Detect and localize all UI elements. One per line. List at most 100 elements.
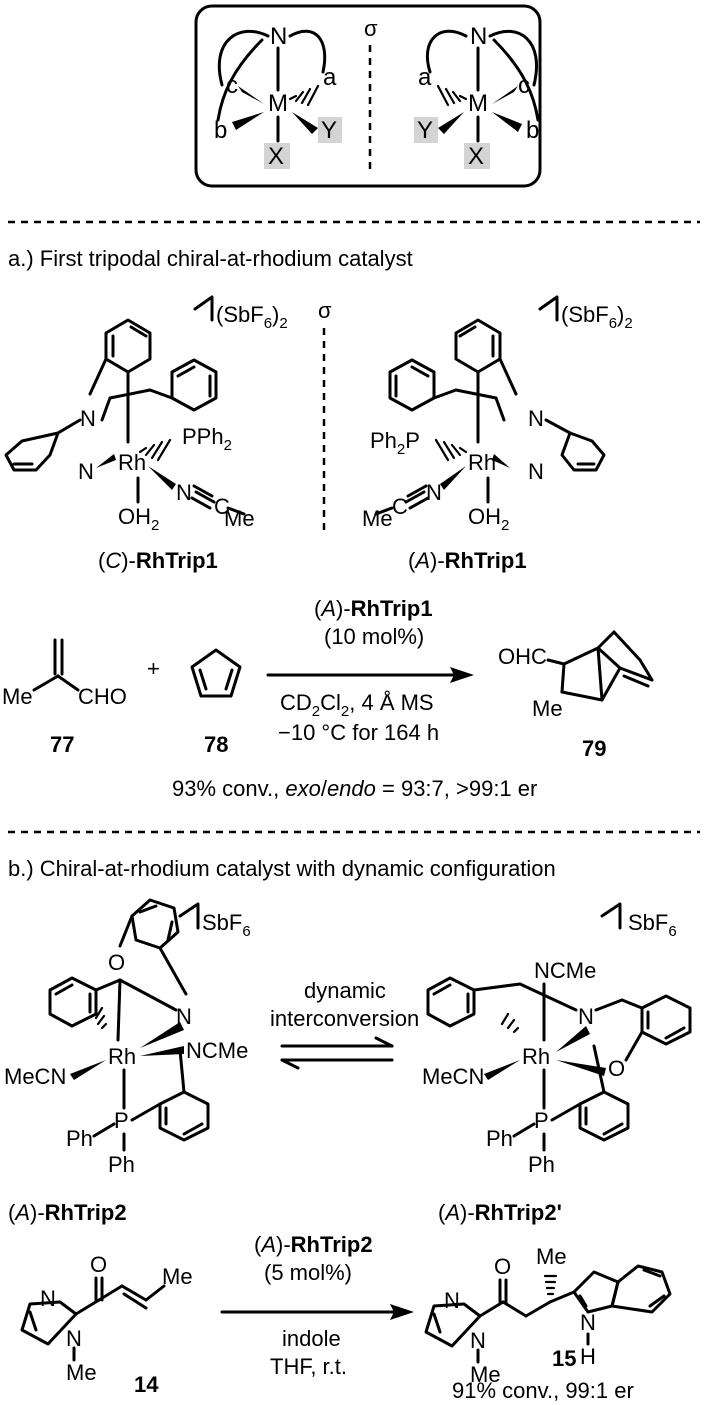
prod-nh-h: H: [580, 1344, 596, 1369]
label-a-rhtrip2-prime: (A)-RhTrip2': [438, 1200, 562, 1225]
enantiomer-right: N M a c Y b X: [414, 23, 540, 170]
atom-o: O: [608, 1056, 625, 1081]
rhtrip1-c-structure: (SbF6)2 N N PPh2 Rh N C Me OH2: [4, 295, 288, 534]
mirror-symbol-a: σ: [318, 298, 332, 323]
prod-n1: N: [444, 1288, 460, 1313]
atom-n: N: [578, 1004, 594, 1029]
label-a-rhtrip2: (A)-RhTrip2: [8, 1200, 127, 1225]
ligand-x: X: [268, 143, 284, 170]
section-b-heading: b.) Chiral-at-rhodium catalyst with dyna…: [8, 856, 556, 881]
catalyst-a: (A)-RhTrip1: [314, 596, 433, 621]
pph2: PPh2: [182, 424, 232, 454]
ligand-y: Y: [417, 117, 433, 144]
phenyl-2: Ph: [108, 1152, 135, 1177]
atom-n-pyridine: N: [528, 459, 544, 484]
nitrile-n: N: [176, 480, 192, 505]
nitrile-n: N: [426, 480, 442, 505]
rhtrip2-prime-structure: SbF6 NCMe N O Rh MeCN P Ph Ph: [422, 902, 692, 1177]
sm1-cho: CHO: [78, 684, 127, 709]
mirror-symbol-top: σ: [364, 16, 378, 41]
sm-n-methyl: Me: [66, 1360, 97, 1385]
sm-methyl: Me: [162, 1264, 193, 1289]
ligand-a: a: [323, 64, 337, 91]
rhtrip1-a-structure: (SbF6)2 N N Ph2P Rh N C Me OH2: [362, 295, 633, 534]
reaction-b: O Me N N Me 14 (A)-RhTrip2 (5 mol%) indo…: [20, 1232, 672, 1403]
phenyl-1: Ph: [486, 1126, 513, 1151]
ligand-y: Y: [321, 117, 337, 144]
prod-methyl: Me: [532, 696, 563, 721]
atom-o: O: [108, 950, 125, 975]
counterion: (SbF6)2: [561, 302, 633, 332]
equilibrium-label-1: dynamic: [304, 978, 386, 1003]
prod-n2: N: [470, 1328, 486, 1353]
stereo-box: σ N M c a b Y X N M: [194, 4, 542, 188]
prod-carbonyl-o: O: [494, 1254, 511, 1279]
result-a: 93% conv., exo/endo = 93:7, >99:1 er: [172, 776, 537, 801]
mecn-ligand: MeCN: [4, 1064, 66, 1089]
prod-ohc: OHC: [498, 644, 547, 669]
compound-77: 77: [50, 732, 74, 757]
compound-79: 79: [582, 736, 606, 761]
atom-m: M: [468, 90, 488, 117]
catalyst-b: (A)-RhTrip2: [254, 1232, 373, 1257]
ligand-c: c: [226, 72, 238, 99]
ligand-b: b: [214, 117, 227, 144]
catalyst-loading-a: (10 mol%): [324, 624, 424, 649]
conditions-a-1: CD2Cl2, 4 Å MS: [280, 690, 434, 720]
label-c-rhtrip1: (C)-RhTrip1: [98, 548, 218, 573]
counterion: (SbF6)2: [216, 302, 288, 332]
atom-n: N: [470, 23, 487, 50]
atom-rh: Rh: [468, 450, 496, 475]
reaction-a: Me CHO 77 + 78 (A)-RhTrip1 (10 mol%) CD2…: [2, 596, 654, 801]
aqua: OH2: [468, 504, 509, 534]
box-frame: [194, 4, 542, 188]
prod-n-methyl: Me: [470, 1362, 501, 1387]
sm-n2: N: [66, 1326, 82, 1351]
nitrile-c: C: [392, 494, 408, 519]
atom-rh: Rh: [522, 1044, 550, 1069]
atom-n: N: [80, 406, 96, 431]
conditions-b-2: THF, r.t.: [270, 1354, 347, 1379]
label-a-rhtrip1: (A)-RhTrip1: [408, 548, 527, 573]
phenyl-2: Ph: [528, 1152, 555, 1177]
ligand-c: c: [518, 72, 530, 99]
ligand-a: a: [418, 64, 432, 91]
prod-nh-n: N: [580, 1310, 596, 1335]
conditions-b-1: indole: [282, 1326, 341, 1351]
sm-n1: N: [40, 1286, 56, 1311]
result-b: 91% conv., 99:1 er: [452, 1378, 634, 1403]
compound-14: 14: [134, 1372, 159, 1397]
aqua: OH2: [118, 504, 159, 534]
sm-carbonyl-o: O: [90, 1252, 107, 1277]
ligand-b: b: [526, 117, 539, 144]
methyl: Me: [362, 506, 393, 531]
counterion: SbF6: [202, 910, 251, 940]
catalyst-loading-b: (5 mol%): [264, 1260, 352, 1285]
ncme-ligand: NCMe: [186, 1038, 248, 1063]
phenyl-1: Ph: [66, 1126, 93, 1151]
atom-n: N: [270, 23, 287, 50]
atom-p: P: [114, 1108, 129, 1133]
ligand-x: X: [468, 143, 484, 170]
mecn-ligand: MeCN: [422, 1064, 484, 1089]
atom-rh: Rh: [108, 1044, 136, 1069]
methyl: Me: [224, 506, 255, 531]
equilibrium-arrows: dynamic interconversion: [270, 978, 419, 1070]
equilibrium-label-2: interconversion: [270, 1006, 419, 1031]
plus-sign: +: [147, 656, 160, 681]
ph2p: Ph2P: [370, 428, 420, 458]
conditions-a-2: −10 °C for 164 h: [278, 720, 439, 745]
ncme-ligand: NCMe: [534, 958, 596, 983]
nitrile-c: C: [214, 494, 230, 519]
prod-methyl-top: Me: [536, 1244, 567, 1269]
counterion: SbF6: [628, 910, 677, 940]
compound-78: 78: [204, 732, 228, 757]
rhtrip2-structure: SbF6 O N Rh NCMe MeCN P Ph Ph: [4, 898, 251, 1177]
enantiomer-left: N M c a b Y X: [214, 23, 342, 170]
compound-15: 15: [552, 1346, 576, 1371]
atom-m: M: [268, 90, 288, 117]
atom-p: P: [534, 1108, 549, 1133]
sm1-methyl: Me: [2, 684, 33, 709]
atom-n: N: [528, 406, 544, 431]
